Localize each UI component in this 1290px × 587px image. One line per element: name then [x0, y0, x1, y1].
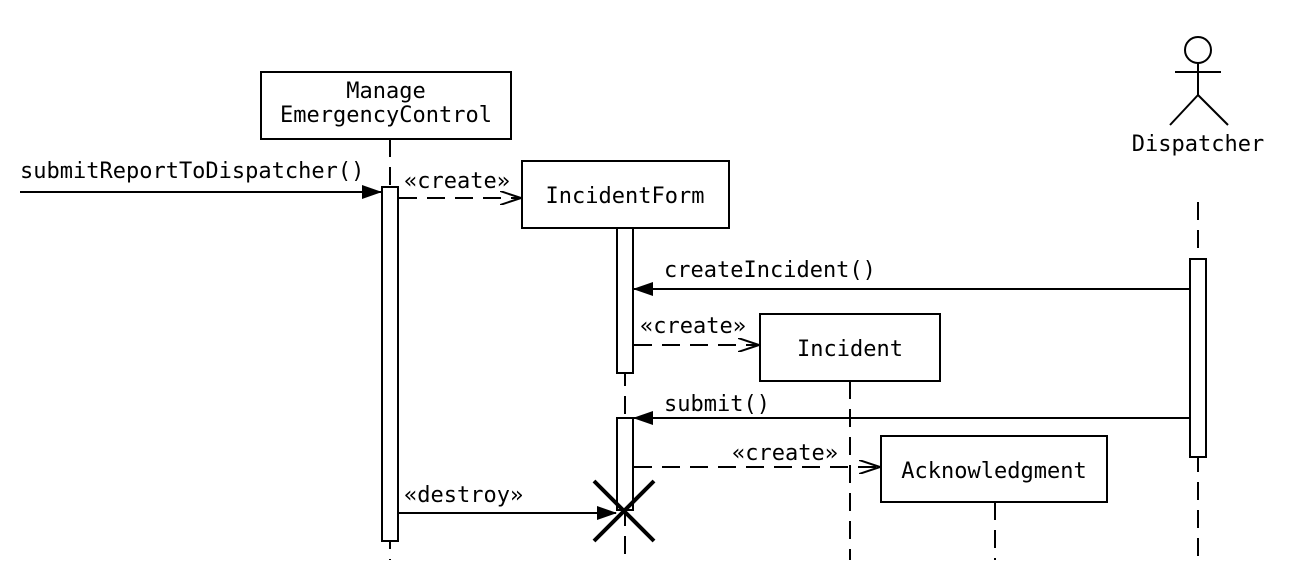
activation-dispatcher	[1189, 258, 1207, 458]
message-create-acknowledgment: «create»	[634, 441, 880, 467]
destroy-label: «destroy»	[404, 483, 523, 508]
message-create-incident-object: «create»	[634, 314, 759, 345]
activation-incident-form-1	[616, 227, 634, 374]
dispatcher-label: Dispatcher	[1132, 132, 1264, 157]
message-create-incident-form: «create»	[399, 169, 521, 198]
create-form-label: «create»	[404, 169, 510, 194]
message-submit-report-to-dispatcher: submitReportToDispatcher()	[20, 159, 382, 199]
manage-label-line1: Manage	[346, 79, 425, 104]
submit-label: submit()	[664, 392, 770, 417]
manage-label-line2: EmergencyControl	[280, 103, 492, 128]
message-destroy: «destroy»	[399, 483, 617, 520]
acknowledgment-label: Acknowledgment	[901, 459, 1086, 484]
destroy-x-icon	[592, 479, 656, 543]
participant-incident-form: IncidentForm	[521, 160, 730, 229]
message-create-incident: createIncident()	[633, 258, 1189, 296]
participant-incident: Incident	[759, 313, 941, 382]
incident-label: Incident	[797, 337, 903, 362]
actor-dispatcher: Dispatcher	[1132, 36, 1264, 157]
activation-manage	[381, 186, 399, 542]
participant-acknowledgment: Acknowledgment	[880, 435, 1108, 503]
create-ack-label: «create»	[732, 441, 838, 466]
incident-form-label: IncidentForm	[546, 184, 705, 209]
activation-incident-form-2	[616, 417, 634, 511]
submit-report-label: submitReportToDispatcher()	[20, 159, 364, 184]
message-submit: submit()	[633, 392, 1189, 425]
participant-manage-emergency-control: Manage EmergencyControl	[260, 71, 512, 140]
stick-figure-icon	[1169, 36, 1229, 126]
create-incident-object-label: «create»	[640, 314, 746, 339]
create-incident-label: createIncident()	[664, 258, 876, 283]
